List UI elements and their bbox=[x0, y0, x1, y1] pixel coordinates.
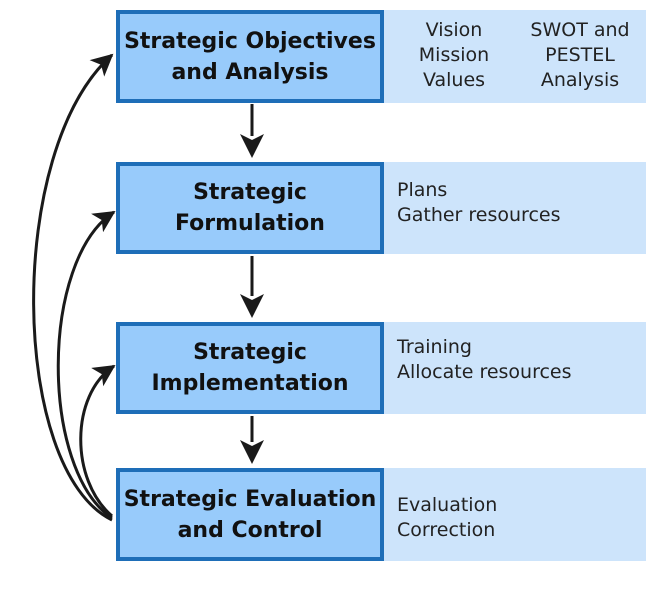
stage-1-title: Strategic Objectives and Analysis bbox=[124, 28, 376, 85]
down-arrow-3-to-4 bbox=[240, 416, 264, 464]
down-arrow-2-to-3 bbox=[240, 256, 264, 318]
stage-3-detail: Training Allocate resources bbox=[397, 336, 572, 383]
stage-1-detail-swot: SWOT and PESTEL Analysis bbox=[530, 19, 630, 91]
stage-4-box: Strategic Evaluation and Control bbox=[116, 468, 384, 561]
stage-4-title: Strategic Evaluation and Control bbox=[123, 486, 377, 543]
down-arrow-1-to-2 bbox=[240, 104, 264, 158]
feedback-arrow-to-stage-1 bbox=[32, 53, 114, 522]
stage-3-detail-panel bbox=[380, 322, 646, 414]
stage-1-detail-panel bbox=[380, 10, 646, 103]
stage-1-box: Strategic Objectives and Analysis bbox=[116, 10, 384, 103]
feedback-arrow-to-stage-3 bbox=[79, 364, 116, 518]
stage-4-detail: Evaluation Correction bbox=[397, 494, 498, 541]
stage-2-detail: Plans Gather resources bbox=[397, 179, 561, 226]
stage-4-detail-panel bbox=[380, 468, 646, 561]
stage-3-title: Strategic Implementation bbox=[151, 340, 349, 396]
stage-2-title: Strategic Formulation bbox=[175, 180, 325, 236]
stage-2-box: Strategic Formulation bbox=[116, 162, 384, 254]
stage-3-box: Strategic Implementation bbox=[116, 322, 384, 414]
stage-1-detail-vmv: Vision Mission Values bbox=[418, 19, 490, 91]
feedback-arrow-to-stage-2 bbox=[56, 210, 116, 520]
stage-2-detail-panel bbox=[380, 162, 646, 254]
